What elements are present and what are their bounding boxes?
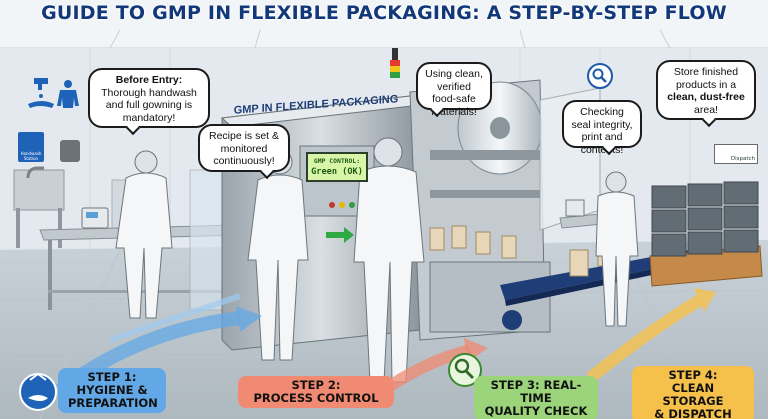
step-3-line2: QUALITY CHECK	[484, 404, 588, 418]
page-title: GUIDE TO GMP IN FLEXIBLE PACKAGING: A ST…	[41, 2, 727, 25]
forming-machine	[409, 79, 601, 341]
storage-area	[649, 181, 763, 287]
seal-check-bubble: Checking seal integrity, print and conte…	[562, 100, 642, 156]
step-1-line3: PREPARATION	[68, 396, 158, 410]
storage-text-start: Store finished products in a	[673, 66, 739, 91]
washing-hands-icon	[19, 372, 57, 411]
gowning-icon	[57, 80, 79, 108]
faucet-icon	[28, 78, 54, 108]
workers	[115, 137, 639, 383]
step-4-label: STEP 4: CLEAN STORAGE & DISPATCH	[632, 366, 754, 419]
gmp-control-screen[interactable]: GMP CONTROL: Green (OK)	[306, 152, 368, 182]
seal-check-text: Checking seal integrity, print and conte…	[571, 106, 633, 156]
recipe-bubble: Recipe is set & monitored continuously!	[198, 124, 290, 180]
materials-bubble: Using clean, verified food-safe material…	[416, 62, 492, 118]
storage-bubble: Store finished products in a clean, dust…	[656, 60, 756, 128]
before-entry-text: Thorough handwash and full gowning is ma…	[101, 86, 197, 124]
storage-text-end: area!	[694, 103, 718, 116]
worker-right	[595, 171, 639, 327]
magnifier-icon-top	[587, 63, 613, 89]
step-1-label: STEP 1: HYGIENE & PREPARATION	[58, 368, 166, 413]
handwash-station-sign: Handwash Station	[18, 132, 44, 162]
step-2-line2: PROCESS CONTROL	[253, 391, 379, 405]
screen-status: Green (OK)	[311, 167, 363, 177]
step-3-line1: STEP 3: REAL-TIME	[490, 378, 582, 405]
arrow-indicator	[326, 227, 354, 243]
before-entry-heading: Before Entry:	[115, 74, 183, 86]
step-4-line3: & DISPATCH	[654, 407, 732, 419]
storage-text-bold: clean, dust-free	[667, 91, 745, 103]
soap-dispenser	[60, 140, 80, 162]
recipe-text: Recipe is set & monitored continuously!	[208, 130, 280, 167]
dispatch-sign: Dispatch	[714, 144, 758, 164]
step-3-label: STEP 3: REAL-TIME QUALITY CHECK	[474, 376, 598, 419]
step-1-line2: HYGIENE &	[76, 383, 148, 397]
sink-station	[13, 166, 65, 248]
materials-text: Using clean, verified food-safe material…	[425, 68, 483, 118]
step-1-line1: STEP 1:	[87, 370, 137, 384]
screen-label: GMP CONTROL:	[313, 157, 361, 165]
step-2-line1: STEP 2:	[291, 378, 341, 392]
step-4-line2: CLEAN STORAGE	[662, 381, 724, 408]
before-entry-bubble: Before Entry: Thorough handwash and full…	[88, 68, 210, 136]
step-2-label: STEP 2: PROCESS CONTROL	[238, 376, 394, 408]
worker-left	[115, 150, 173, 319]
step-4-line1: STEP 4:	[668, 368, 718, 382]
magnifier-icon	[448, 353, 482, 387]
